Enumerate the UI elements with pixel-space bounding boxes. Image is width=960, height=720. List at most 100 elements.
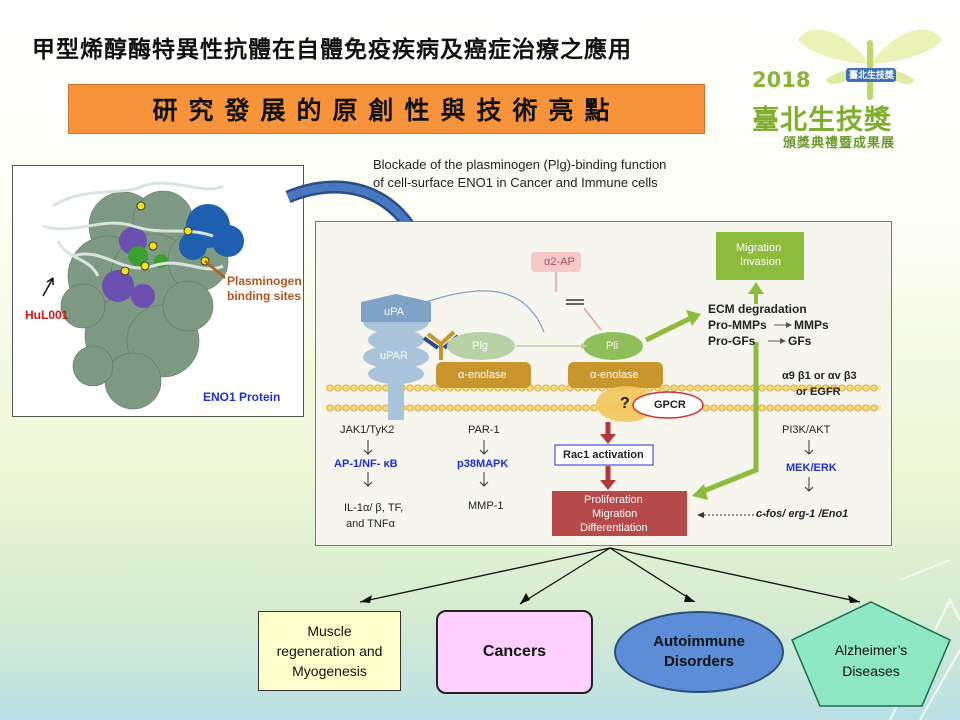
membrane-lipid [846,404,854,412]
a2ap-label: α2-AP [544,256,575,268]
membrane-lipid [550,384,558,392]
membrane-lipid [734,384,742,392]
membrane-lipid [798,384,806,392]
membrane-lipid [334,384,342,392]
muscle-label-3: Myogenesis [292,663,367,679]
membrane-lipid [542,384,550,392]
logo-tagline: 頒獎典禮暨成果展 [783,136,896,151]
p38-label: p38MAPK [457,458,509,470]
membrane-lipid [454,404,462,412]
membrane-lipid [766,404,774,412]
integrin-label-1: α9 β1 or αv β3 [782,370,857,382]
membrane-lipid [422,384,430,392]
membrane-lipid [774,384,782,392]
mmp1-label: MMP-1 [468,500,504,512]
prolif-label-1: Proliferation [584,494,643,506]
membrane-lipid [790,404,798,412]
pro-mmps-label: Pro-MMPs [708,318,767,332]
membrane-lipid [558,384,566,392]
membrane-lipid [334,404,342,412]
pathway-graphics [326,232,881,536]
membrane-lipid [350,404,358,412]
membrane-lipid [446,404,454,412]
autoimmune-label-1: Autoimmune [653,633,745,650]
membrane-lipid [782,404,790,412]
membrane-lipid [350,384,358,392]
eno1-protein-structure-icon [42,181,244,410]
membrane-lipid [702,384,710,392]
membrane-lipid [806,404,814,412]
alzheimers-label-1: Alzheimer’s [834,642,908,658]
membrane-lipid [806,384,814,392]
logo-name: 臺北生技獎 [752,105,892,136]
membrane-lipid [358,384,366,392]
mek-label: MEK/ERK [786,462,837,474]
outcome-arrows [359,547,861,605]
membrane-lipid [366,384,374,392]
pli-label: Pli [606,340,619,352]
membrane-lipid [870,384,878,392]
membrane-lipid [862,404,870,412]
autoimmune-outcome-box: Autoimmune Disorders [614,611,784,693]
membrane-lipid [854,404,862,412]
membrane-lipid [358,404,366,412]
membrane-lipid [870,404,878,412]
membrane-lipid [814,404,822,412]
muscle-label-1: Muscle [307,623,352,639]
membrane-lipid [534,384,542,392]
cfos-label: c-fos/ erg-1 /Eno1 [756,508,849,520]
membrane-lipid [758,404,766,412]
alzheimers-outcome-box [791,601,951,707]
membrane-lipid [326,404,334,412]
membrane-lipid [782,384,790,392]
membrane-lipid [710,384,718,392]
muscle-label-2: regeneration and [276,643,383,659]
membrane-lipid [414,404,422,412]
membrane-lipid [830,384,838,392]
upar-label: uPAR [380,350,408,362]
membrane-lipid [702,404,710,412]
ecm-label: ECM degradation [708,302,807,316]
description-line-1: Blockade of the plasminogen (Plg)-bindin… [373,157,667,172]
jak-label: JAK1/TyK2 [340,424,395,436]
il1-label-2: and TNFα [346,518,395,530]
membrane-lipid [534,404,542,412]
membrane-lipid [838,404,846,412]
binding-site-label-1: Plasminogen [227,274,302,288]
membrane-lipid [582,404,590,412]
membrane-lipid [790,384,798,392]
ap1-label: AP-1/NF- κB [334,458,398,470]
membrane-lipid [526,404,534,412]
enolase-left-label: α-enolase [458,369,507,381]
membrane-lipid [470,404,478,412]
membrane-lipid [542,404,550,412]
mmps-label: MMPs [794,318,829,332]
membrane-lipid [758,384,766,392]
rac1-label: Rac1 activation [563,449,644,461]
membrane-lipid [430,404,438,412]
membrane-lipid [774,404,782,412]
pi3k-label: PI3K/AKT [782,424,831,436]
subtitle-banner: 研究發展的原創性與技術亮點 [68,84,705,134]
membrane-lipid [830,404,838,412]
membrane-lipid [342,384,350,392]
membrane-lipid [662,384,670,392]
membrane-lipid [486,404,494,412]
membrane-lipid [342,404,350,412]
enolase-right-label: α-enolase [590,369,639,381]
pathway-diagram: uPA uPAR Plg Pli α-enolase α-enolase α2-… [315,221,892,546]
membrane-lipid [814,384,822,392]
muscle-outcome-box: Muscle regeneration and Myogenesis [258,611,401,691]
membrane-lipid [862,384,870,392]
membrane-lipid [510,404,518,412]
membrane-lipid [462,404,470,412]
protein-structure-panel: HuL001 Plasminogen binding sites ENO1 Pr… [12,165,304,417]
membrane-lipid [766,384,774,392]
membrane-lipid [822,404,830,412]
subtitle-text: 研究發展的原創性與技術亮點 [152,96,621,125]
prolif-label-2: Migration [592,508,638,520]
membrane-lipid [494,404,502,412]
membrane-lipid [326,384,334,392]
membrane-lipid [694,384,702,392]
logo-year: 2018 [752,68,811,92]
